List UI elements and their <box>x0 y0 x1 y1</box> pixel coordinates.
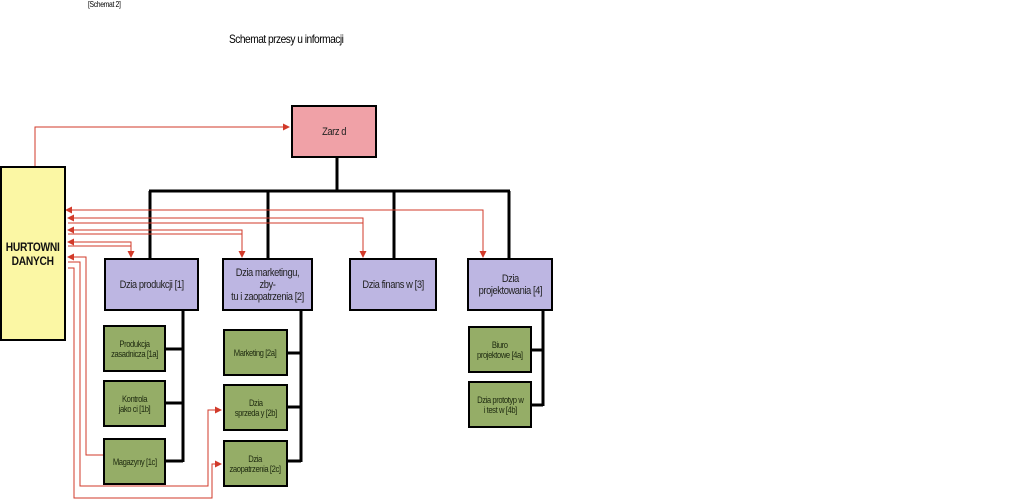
node-dept-marketing: Dzia marketingu, zby- tu i zaopatrzenia … <box>222 258 313 311</box>
node-sub-sales: Dzia sprzeda y [2b] <box>223 384 288 431</box>
node-dept-finance: Dzia finans w [3] <box>349 258 437 311</box>
node-sub-marketing: Marketing [2a] <box>223 329 288 376</box>
node-sub-warehouses: Magazyny [1c] <box>103 438 166 485</box>
node-dept-design: Dzia projektowania [4] <box>467 258 553 311</box>
node-sub-prototypes-tests: Dzia prototyp w i test w [4b] <box>468 381 532 428</box>
hierarchy-lines <box>148 158 545 463</box>
node-data-warehouse: HURTOWNI DANYCH <box>0 166 66 341</box>
information-arrows <box>34 123 487 499</box>
node-sub-design-office: Biuro projektowe [4a] <box>468 326 532 373</box>
node-sub-supply: Dzia zaopatrzenia [2c] <box>223 440 288 487</box>
node-sub-quality-control: Kontrola jako ci [1b] <box>103 380 166 427</box>
node-zarzad: Zarz d <box>291 105 377 158</box>
node-dept-production: Dzia produkcji [1] <box>104 258 199 311</box>
figure-tag: [Schemat 2] <box>88 0 121 9</box>
diagram-title: Schemat przesy u informacji <box>229 32 344 46</box>
node-sub-main-production: Produkcja zasadnicza [1a] <box>103 325 166 372</box>
